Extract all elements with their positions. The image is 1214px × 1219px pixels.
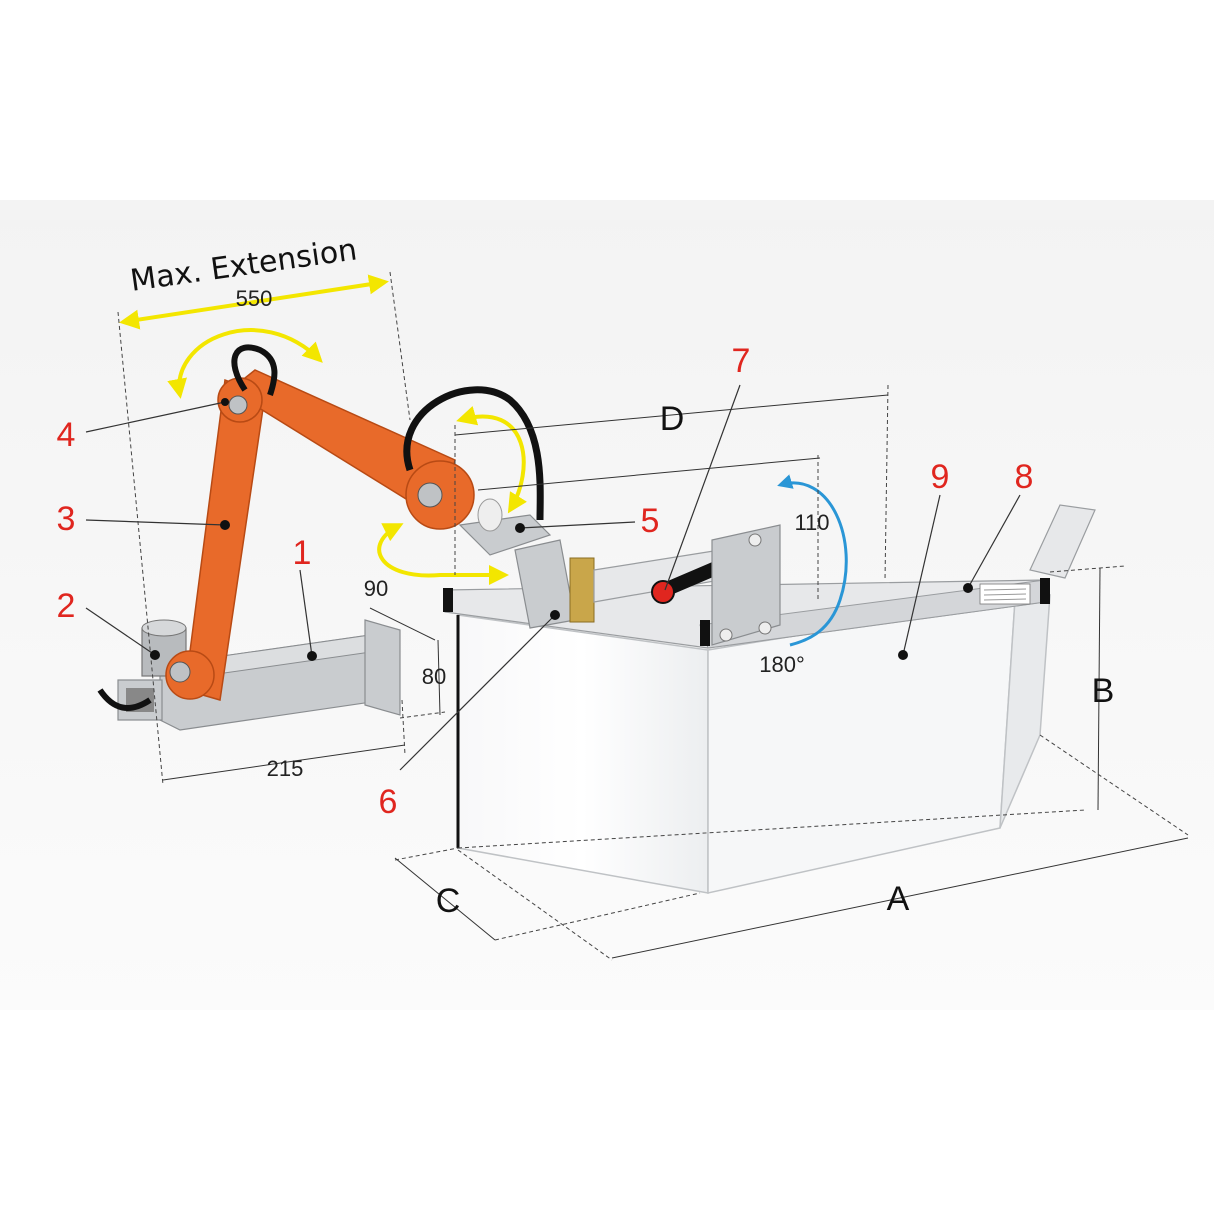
part-number-2: 2 — [57, 587, 76, 625]
dim-C: C — [436, 882, 461, 920]
shield — [443, 504, 1096, 894]
part-number-5: 5 — [641, 502, 660, 540]
dim-215: 215 — [267, 756, 304, 781]
knob — [477, 498, 503, 532]
leader-lines — [85, 384, 1021, 771]
part-number-8: 8 — [1015, 458, 1034, 496]
part-number-6: 6 — [379, 783, 398, 821]
part-number-7: 7 — [732, 342, 751, 380]
dim-180: 180° — [759, 652, 805, 677]
part-number-1: 1 — [293, 534, 312, 572]
rotation-180-arrow — [777, 474, 848, 647]
brass-block — [569, 557, 595, 623]
rotation-arrow — [377, 523, 509, 585]
cable — [97, 688, 152, 711]
wall-plate — [364, 619, 401, 716]
joint-bolt — [169, 661, 191, 683]
joint-bolt — [228, 395, 248, 415]
part-number-3: 3 — [57, 500, 76, 538]
dim-A: A — [887, 880, 910, 918]
dim-80: 80 — [422, 664, 446, 689]
dim-550: 550 — [236, 286, 273, 311]
shield-bracket — [711, 524, 781, 646]
extension-arrow — [119, 274, 389, 330]
dim-D: D — [660, 400, 685, 438]
part-number-4: 4 — [57, 416, 76, 454]
dim-110: 110 — [794, 510, 829, 535]
frame-corner — [443, 588, 453, 612]
rotation-arrow — [456, 406, 527, 514]
dim-90: 90 — [364, 576, 388, 601]
frame-upright — [1029, 504, 1096, 579]
part-number-9: 9 — [931, 458, 950, 496]
dim-B: B — [1092, 672, 1115, 710]
shield-left-panel — [457, 614, 709, 894]
joint-bolt — [417, 482, 443, 508]
pivot-top — [141, 619, 187, 637]
frame-corner — [1040, 578, 1050, 604]
rotation-arrow — [167, 328, 323, 399]
dimension-lines — [117, 271, 1189, 961]
cable — [403, 386, 544, 521]
frame-corner — [700, 620, 710, 646]
lever-knob — [651, 580, 675, 604]
